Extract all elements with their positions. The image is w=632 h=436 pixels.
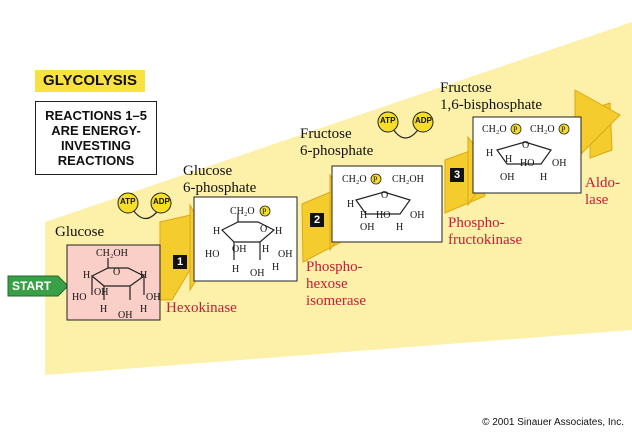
svg-text:OH: OH bbox=[146, 292, 160, 303]
svg-text:CH₂O: CH₂O bbox=[230, 206, 255, 217]
svg-text:CH₂O: CH₂O bbox=[530, 124, 555, 135]
glucose-6-phosphate-structure bbox=[220, 214, 276, 260]
fructose-6-phosphate-structure bbox=[355, 191, 411, 215]
adp-circle-2 bbox=[412, 111, 434, 133]
svg-text:H: H bbox=[83, 270, 90, 281]
svg-text:O: O bbox=[522, 140, 529, 151]
svg-text:P: P bbox=[513, 125, 518, 134]
svg-text:OH: OH bbox=[250, 268, 264, 279]
adp-label-1: ADP bbox=[153, 197, 170, 206]
svg-text:H: H bbox=[347, 199, 354, 210]
svg-text:OH: OH bbox=[232, 244, 246, 255]
adp-label-2: ADP bbox=[415, 116, 432, 125]
svg-text:H: H bbox=[232, 264, 239, 275]
svg-text:OH: OH bbox=[552, 158, 566, 169]
enzyme-label-phosphofructokinase: Phospho- fructokinase bbox=[448, 215, 523, 248]
glucose-6-phosphate-box bbox=[193, 196, 298, 282]
atp-circle-1 bbox=[117, 192, 139, 214]
svg-text:O: O bbox=[113, 267, 120, 278]
fructose-1-6-bisphosphate-structure bbox=[496, 141, 552, 165]
svg-text:H: H bbox=[272, 262, 279, 273]
svg-text:P: P bbox=[262, 207, 267, 216]
atp-label-1: ATP bbox=[120, 197, 136, 206]
svg-text:OH: OH bbox=[278, 249, 292, 260]
svg-text:H: H bbox=[396, 222, 403, 233]
svg-text:H: H bbox=[100, 304, 107, 315]
molecule-label-fructose-6-phosphate: Fructose 6-phosphate bbox=[300, 126, 374, 159]
svg-text:OH: OH bbox=[94, 287, 108, 298]
start-label: START bbox=[12, 279, 52, 293]
info-box: REACTIONS 1–5 ARE ENERGY- INVESTING REAC… bbox=[35, 101, 157, 175]
svg-text:H: H bbox=[275, 226, 282, 237]
svg-text:H: H bbox=[213, 226, 220, 237]
molecule-label-glucose-6-phosphate: Glucose 6-phosphate bbox=[183, 163, 257, 196]
svg-text:H: H bbox=[140, 270, 147, 281]
info-line-1: REACTIONS 1–5 bbox=[45, 108, 147, 123]
svg-text:HO: HO bbox=[72, 292, 86, 303]
title-tag: GLYCOLYSIS bbox=[35, 70, 145, 92]
svg-text:H: H bbox=[540, 172, 547, 183]
svg-text:O: O bbox=[381, 190, 388, 201]
svg-text:CH₂O: CH₂O bbox=[482, 124, 507, 135]
svg-text:OH: OH bbox=[360, 222, 374, 233]
svg-text:O: O bbox=[260, 224, 267, 235]
svg-text:HO: HO bbox=[376, 210, 390, 221]
svg-text:OH: OH bbox=[500, 172, 514, 183]
svg-text:H: H bbox=[486, 148, 493, 159]
copyright-text: © 2001 Sinauer Associates, Inc. bbox=[482, 417, 624, 428]
svg-text:P: P bbox=[561, 125, 566, 134]
step-number-1: 1 bbox=[173, 255, 187, 269]
svg-text:HO: HO bbox=[205, 249, 219, 260]
svg-text:H: H bbox=[262, 244, 269, 255]
step-number-2: 2 bbox=[310, 213, 324, 227]
start-arrow bbox=[7, 275, 69, 297]
molecule-label-glucose: Glucose bbox=[55, 224, 105, 240]
fructose-6-phosphate-box bbox=[331, 165, 443, 243]
fructose-1-6-bisphosphate-labels: CH₂O P CH₂O P O H H HO OH OH H bbox=[482, 123, 570, 183]
info-line-2: ARE ENERGY- bbox=[51, 123, 141, 138]
svg-text:H: H bbox=[140, 304, 147, 315]
atp-circle-2 bbox=[377, 111, 399, 133]
fructose-6-phosphate-labels: CH₂O P CH₂OH O H H HO OH OH H bbox=[342, 173, 424, 233]
glucose-6-phosphate-labels: CH₂O P O H H HO OH H OH H OH H bbox=[205, 205, 292, 279]
glucose-structure bbox=[90, 258, 146, 300]
svg-text:H: H bbox=[360, 210, 367, 221]
svg-text:HO: HO bbox=[520, 158, 534, 169]
enzyme-label-hexokinase: Hexokinase bbox=[166, 300, 237, 316]
enzyme-label-aldolase: Aldo- lase bbox=[585, 175, 620, 208]
adp-circle-1 bbox=[150, 192, 172, 214]
step-number-3: 3 bbox=[450, 168, 464, 182]
svg-text:OH: OH bbox=[118, 310, 132, 321]
step-arrow-4 bbox=[574, 89, 621, 162]
svg-text:P: P bbox=[373, 175, 378, 184]
svg-text:OH: OH bbox=[410, 210, 424, 221]
glucose-structure-labels: CH₂OH O H H HO OH OH H OH H bbox=[72, 248, 160, 321]
svg-text:CH₂OH: CH₂OH bbox=[96, 248, 128, 259]
info-line-3: INVESTING bbox=[60, 138, 132, 153]
molecule-label-fructose-1-6-bisphosphate: Fructose 1,6-bisphosphate bbox=[440, 80, 543, 113]
svg-text:H: H bbox=[505, 154, 512, 165]
info-line-4: REACTIONS bbox=[57, 153, 135, 168]
svg-text:CH₂OH: CH₂OH bbox=[392, 174, 424, 185]
atp-label-2: ATP bbox=[380, 116, 396, 125]
enzyme-label-phosphohexose-isomerase: Phospho- hexose isomerase bbox=[306, 259, 366, 309]
svg-text:CH₂O: CH₂O bbox=[342, 174, 367, 185]
